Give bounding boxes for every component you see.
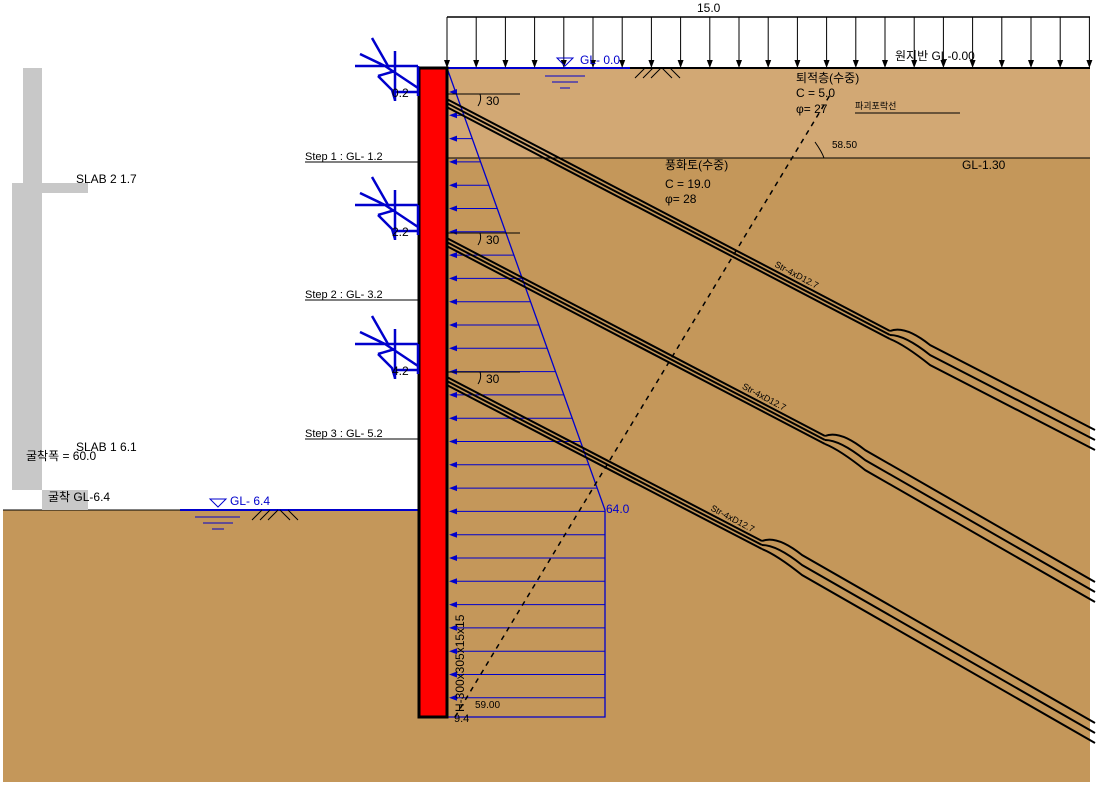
support-icon <box>355 176 420 240</box>
soil-layer-2 <box>447 158 1090 782</box>
arrow-head-icon <box>1028 60 1034 68</box>
slab-2-label: SLAB 2 1.7 <box>76 172 137 186</box>
pressure-max: 64.0 <box>606 502 630 516</box>
pressure-bottom: 59.00 <box>475 700 500 711</box>
arrow-head-icon <box>449 415 457 422</box>
arrow-head-icon <box>473 60 480 68</box>
arrow-head-icon <box>449 671 457 678</box>
arrow-head-icon <box>449 252 457 259</box>
slab-structure <box>12 68 88 510</box>
arrow-head-icon <box>449 531 457 538</box>
arrow-head-icon <box>449 555 457 561</box>
arrow-head-icon <box>449 298 457 305</box>
arrow-head-icon <box>449 158 457 165</box>
anchor-depth: 4.2 <box>392 364 409 378</box>
layer2-name: 풍화토(수중) <box>665 158 728 172</box>
layer2-boundary: GL-1.30 <box>962 158 1006 172</box>
arrow-head-icon <box>998 60 1005 68</box>
arrow-head-icon <box>590 60 596 68</box>
arrow-head-icon <box>677 60 684 68</box>
arrow-head-icon <box>449 205 457 212</box>
support-icon <box>355 315 420 379</box>
arrow-head-icon <box>502 60 509 68</box>
arrow-head-icon <box>449 112 457 119</box>
wale-supports <box>355 37 420 379</box>
failure-line <box>454 94 831 718</box>
arrow-head-icon <box>794 60 801 68</box>
layer1-c: C = 5.0 <box>796 86 835 100</box>
failure-angle-arc <box>814 141 825 159</box>
surcharge-load <box>444 16 1093 68</box>
layer2-phi: φ= 28 <box>665 192 697 206</box>
arrow-head-icon <box>911 60 918 68</box>
anchor-angle: 30 <box>486 233 500 247</box>
anchors <box>417 83 1096 744</box>
soil-layer-1 <box>447 68 1090 158</box>
load-label: 15.0 <box>697 1 721 15</box>
arrow-head-icon <box>531 60 538 68</box>
wall-depth: 9.4 <box>454 713 469 725</box>
arrow-head-icon <box>1086 60 1093 68</box>
water-label-bottom: GL- 6.4 <box>230 494 270 508</box>
arrow-head-icon <box>706 60 713 68</box>
arrow-head-icon <box>823 60 830 68</box>
arrow-head-icon <box>449 694 457 701</box>
arrow-head-icon <box>449 275 457 282</box>
retaining-wall <box>417 66 449 719</box>
excavation-width: 굴착폭 = 60.0 <box>26 449 96 463</box>
arrow-head-icon <box>449 391 457 398</box>
excavation-level: 굴착 GL-6.4 <box>48 490 110 504</box>
arrow-head-icon <box>449 461 457 468</box>
slab-1-label: SLAB 1 6.1 <box>76 440 137 454</box>
step-1-label: Step 1 : GL- 1.2 <box>305 151 383 163</box>
arrow-head-icon <box>449 485 457 492</box>
step-3-label: Step 3 : GL- 5.2 <box>305 428 383 440</box>
anchor-angle: 30 <box>486 94 500 108</box>
arrow-head-icon <box>449 135 457 142</box>
layer1-name: 퇴적층(수중) <box>796 71 859 85</box>
anchor-depth: 0.2 <box>392 86 409 100</box>
arrow-head-icon <box>449 578 457 585</box>
arrow-head-icon <box>449 438 457 445</box>
pressure-outline <box>446 67 606 718</box>
step-lines <box>305 161 418 440</box>
arrow-head-icon <box>619 60 626 68</box>
anchor-angle: 30 <box>486 372 500 386</box>
arrow-head-icon <box>449 182 457 189</box>
arrow-head-icon <box>1057 60 1064 68</box>
ground-label: 원지반 GL-0.00 <box>895 49 975 63</box>
layer2-c: C = 19.0 <box>665 177 711 191</box>
ground-hatch-icon <box>251 67 681 521</box>
water-label-top: GL- 0.0 <box>580 53 620 67</box>
arrow-head-icon <box>765 60 772 68</box>
layer1-phi: φ= 27 <box>796 102 828 116</box>
step-2-label: Step 2 : GL- 3.2 <box>305 289 383 301</box>
arrow-head-icon <box>449 345 457 352</box>
arrow-head-icon <box>736 60 742 68</box>
anchor-2 <box>417 222 1096 603</box>
anchor-3 <box>417 361 1096 744</box>
anchor-1 <box>417 83 1096 451</box>
arrow-head-icon <box>449 601 457 608</box>
arrow-head-icon <box>449 624 457 631</box>
arrow-head-icon <box>852 60 859 68</box>
water-table-icon <box>195 57 585 530</box>
arrow-head-icon <box>648 60 655 68</box>
support-icon <box>355 37 420 101</box>
failure-label: 파괴포락선 <box>855 100 896 111</box>
anchor-depth: 2.2 <box>392 225 409 239</box>
soil-excavated-side <box>3 510 447 782</box>
arrow-head-icon <box>444 60 450 68</box>
arrow-head-icon <box>449 508 457 515</box>
arrow-head-icon <box>560 60 567 68</box>
arrow-head-icon <box>940 60 947 68</box>
wall-section: H-300x305x15x15 <box>453 614 467 712</box>
arrow-head-icon <box>882 60 888 68</box>
arrow-head-icon <box>449 322 457 328</box>
failure-angle: 58.50 <box>832 140 857 151</box>
arrow-head-icon <box>449 648 457 655</box>
arrow-head-icon <box>969 60 976 68</box>
